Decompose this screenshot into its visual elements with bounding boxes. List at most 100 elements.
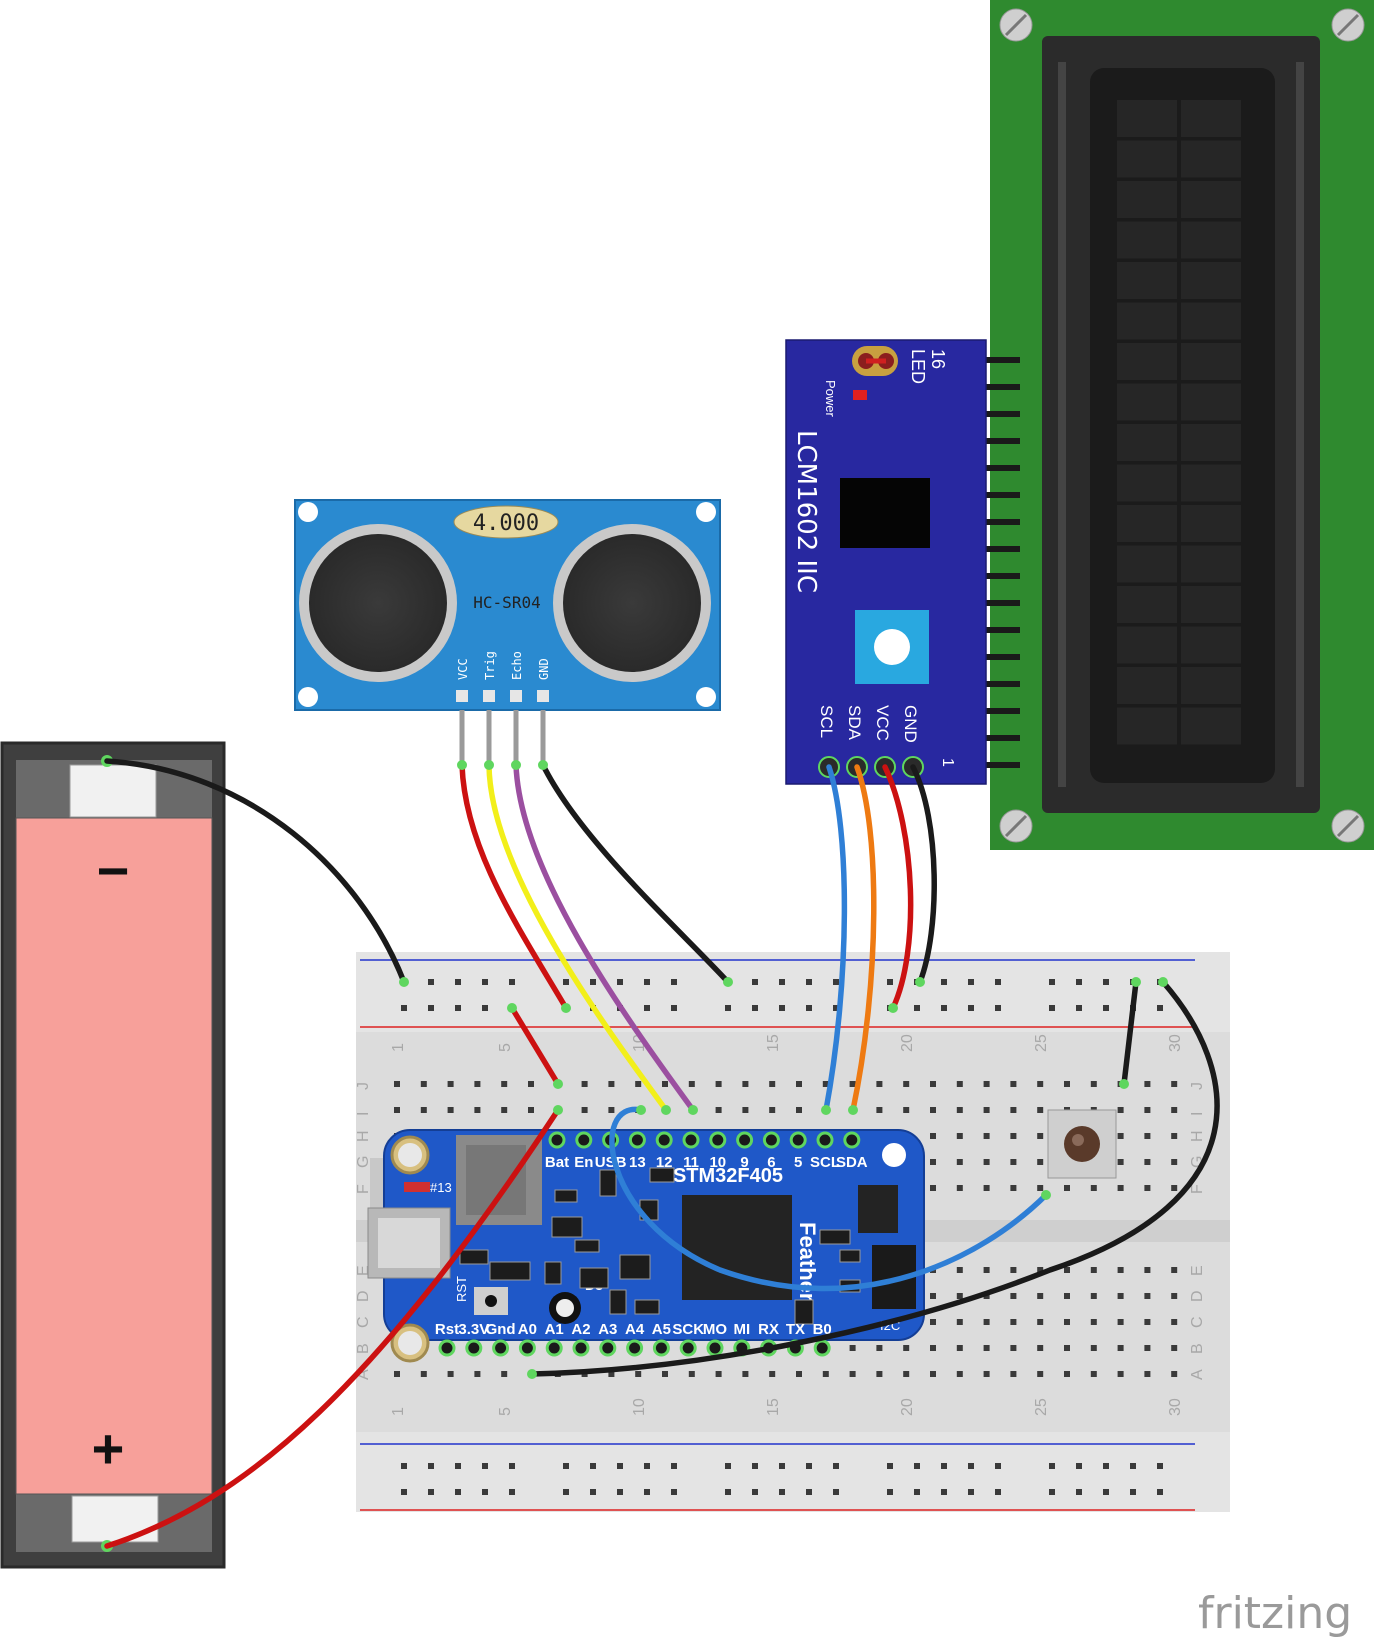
rail-hole	[482, 1489, 488, 1495]
breadboard-hole	[1037, 1159, 1044, 1165]
breadboard-hole	[1010, 1185, 1017, 1191]
breadboard-hole	[983, 1159, 990, 1165]
rail-hole	[644, 1489, 650, 1495]
breadboard-hole	[662, 1081, 668, 1087]
breadboard-hole	[1171, 1345, 1178, 1351]
lcd-cell	[1181, 100, 1241, 137]
breadboard-hole	[688, 1371, 695, 1377]
breadboard-hole	[903, 1345, 910, 1351]
breadboard-hole	[956, 1107, 963, 1113]
lcd-cell	[1181, 140, 1241, 178]
header-pin-bottom	[626, 1339, 644, 1357]
rail-hole	[1130, 1489, 1136, 1495]
rail-hole	[968, 1463, 974, 1469]
row-letter: A	[1189, 1369, 1206, 1380]
breadboard-hole	[983, 1371, 990, 1377]
wire-endpoint	[1119, 1079, 1129, 1089]
breadboard-hole	[581, 1107, 588, 1113]
wire-endpoint	[527, 1369, 537, 1379]
rail-hole	[590, 1463, 596, 1469]
led-13-label: #13	[430, 1180, 452, 1195]
power-led	[853, 390, 867, 400]
row-letter: H	[1189, 1130, 1206, 1142]
header-pin-bottom	[652, 1339, 670, 1357]
rail-hole	[428, 1463, 434, 1469]
breadboard-hole	[1037, 1107, 1044, 1113]
rail-hole	[779, 1489, 785, 1495]
breadboard-hole	[420, 1371, 427, 1377]
breadboard-hole	[474, 1107, 481, 1113]
rail-hole	[995, 1463, 1001, 1469]
rail-hole	[995, 979, 1001, 985]
smd-component	[489, 1261, 531, 1281]
rail-hole	[914, 1005, 920, 1011]
row-letter: F	[355, 1184, 372, 1194]
rail-hole	[1103, 1463, 1109, 1469]
breadboard-hole	[903, 1107, 910, 1113]
lcd-module	[950, 0, 1374, 850]
column-number: 1	[390, 1407, 407, 1416]
breadboard-hole	[1171, 1081, 1178, 1087]
bottom-pin-label: A2	[571, 1321, 590, 1338]
push-button[interactable]	[1047, 1109, 1117, 1179]
rail-hole	[428, 1489, 434, 1495]
breadboard-hole	[1117, 1267, 1124, 1273]
row-letter: J	[355, 1082, 372, 1090]
breadboard-hole	[1090, 1081, 1097, 1087]
breadboard-hole	[1037, 1133, 1044, 1139]
backpack-pin-label: SCL	[817, 705, 836, 738]
rail-hole	[1049, 1463, 1055, 1469]
lcd-screw	[999, 8, 1365, 843]
wire-endpoint	[636, 1105, 646, 1115]
breadboard-hole	[394, 1371, 400, 1377]
breadboard-hole	[1090, 1319, 1097, 1325]
breadboard-hole	[796, 1371, 802, 1377]
rail-jumper-red	[509, 1005, 561, 1087]
breadboard-hole	[1171, 1159, 1178, 1165]
row-letter: I	[355, 1112, 372, 1116]
bottom-pin-label: MO	[703, 1321, 727, 1338]
breadboard-hole	[983, 1319, 990, 1325]
wire-endpoint	[538, 760, 548, 770]
breadboard-hole	[1171, 1133, 1178, 1139]
smd-component	[551, 1216, 583, 1238]
breadboard-hole	[528, 1107, 534, 1113]
rail-hole	[1103, 1005, 1109, 1011]
breadboard-hole	[420, 1081, 427, 1087]
breadboard-hole	[1010, 1293, 1017, 1299]
breadboard-hole	[1117, 1319, 1124, 1325]
rail-hole	[1076, 1463, 1082, 1469]
rail-hole	[509, 979, 515, 985]
rail-hole	[455, 1489, 461, 1495]
backpack-chip	[840, 478, 930, 548]
header-pin-bottom	[599, 1339, 617, 1357]
header-pin-bottom	[545, 1339, 563, 1357]
header-pin-bottom	[518, 1339, 536, 1357]
rail-hole	[806, 1005, 812, 1011]
wire-endpoint	[484, 760, 494, 770]
column-number: 10	[631, 1398, 648, 1416]
breadboard-hole	[1117, 1159, 1124, 1165]
breadboard-hole	[394, 1081, 400, 1087]
rail-hole	[671, 1463, 677, 1469]
backpack-pin-label: GND	[901, 705, 920, 743]
sensor-pin-label: Trig	[483, 651, 497, 680]
rail-hole	[968, 979, 974, 985]
header-pin-bottom	[706, 1339, 724, 1357]
breadboard-hole	[1037, 1319, 1044, 1325]
breadboard-hole	[1144, 1133, 1151, 1139]
rail-hole	[509, 1489, 515, 1495]
breadboard-hole	[447, 1081, 454, 1087]
breadboard-hole	[1037, 1081, 1044, 1087]
breadboard-hole	[501, 1107, 508, 1113]
breadboard-hole	[1144, 1159, 1151, 1165]
chip-label: STM32F405	[673, 1165, 783, 1187]
breadboard-hole	[876, 1345, 883, 1351]
smd-component	[819, 1229, 851, 1245]
lcd-cell	[1117, 464, 1177, 502]
header-pin-top	[736, 1131, 754, 1149]
lcd-cell	[1181, 707, 1241, 745]
header-pin-bottom	[813, 1339, 831, 1357]
rail-hole	[914, 1489, 920, 1495]
